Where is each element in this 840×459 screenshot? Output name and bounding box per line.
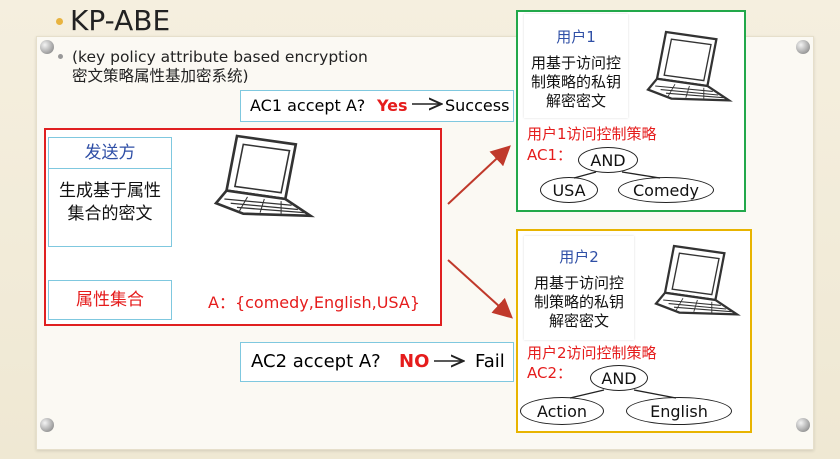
attr-set-label: 属性集合: [48, 280, 172, 320]
sender-laptop-icon: [214, 134, 312, 218]
user1-tree-edges: [573, 171, 661, 179]
arrow-to-user1: [447, 145, 511, 205]
user1-root-node: AND: [578, 147, 638, 173]
user2-desc-line1: 用基于访问控: [533, 274, 624, 292]
ac2-check-text: AC2 accept A?: [251, 351, 381, 372]
ac2-check-box: AC2 accept A? NO Fail: [240, 342, 514, 382]
user1-desc-line1: 用基于访问控: [530, 54, 621, 72]
sender-action-line1: 生成基于属性: [59, 181, 161, 201]
ac1-check-text: AC1 accept A?: [250, 96, 366, 115]
ac1-result: Yes: [377, 96, 408, 115]
user2-policy-id: AC2：: [527, 364, 573, 382]
user2-root-node: AND: [590, 365, 648, 391]
user2-leaf-action: Action: [520, 397, 604, 425]
user1-laptop-icon: [646, 30, 731, 102]
slide-subtitle: (key policy attribute based encryption 密…: [72, 48, 368, 86]
slide-title: KP-ABE: [70, 4, 171, 37]
user1-leaf-usa: USA: [540, 177, 598, 203]
user2-tree-edges: [569, 389, 677, 399]
sender-action: 生成基于属性 集合的密文: [49, 180, 171, 226]
bullet-icon: [58, 54, 63, 59]
user1-policy-id: AC1：: [527, 146, 573, 164]
ac1-outcome: Success: [445, 96, 510, 115]
bullet-icon: [56, 18, 63, 25]
pin-icon: [40, 40, 54, 54]
user1-desc: 用基于访问控 制策略的私钥 解密密文: [524, 54, 628, 111]
user1-desc-line3: 解密密文: [545, 92, 606, 110]
user1-leaf-comedy: Comedy: [618, 177, 714, 203]
ac1-check-box: AC1 accept A? Yes Success: [240, 90, 514, 122]
user2-policy-title: 用户2访问控制策略: [527, 344, 657, 362]
user1-desc-line2: 制策略的私钥: [530, 73, 621, 91]
pin-icon: [796, 418, 810, 432]
user2-name: 用户2: [559, 248, 599, 266]
user1-policy-title: 用户1访问控制策略: [527, 125, 657, 143]
user2-desc-line3: 解密密文: [548, 312, 609, 330]
pin-icon: [796, 40, 810, 54]
ac2-outcome: Fail: [475, 351, 505, 372]
sender-label: 发送方: [49, 138, 171, 169]
user2-laptop-icon: [654, 244, 739, 316]
user2-desc-line2: 制策略的私钥: [533, 293, 624, 311]
user1-info: 用户1 用基于访问控 制策略的私钥 解密密文: [524, 14, 628, 118]
user1-name: 用户1: [556, 28, 596, 46]
sender-info-box: 发送方 生成基于属性 集合的密文: [48, 137, 172, 247]
user2-info: 用户2 用基于访问控 制策略的私钥 解密密文: [524, 236, 634, 340]
sender-action-line2: 集合的密文: [67, 204, 153, 224]
user2-leaf-english: English: [626, 397, 732, 425]
pin-icon: [40, 418, 54, 432]
subtitle-line1: (key policy attribute based encryption: [72, 48, 368, 66]
attr-set-value: A：{comedy,English,USA}: [208, 293, 421, 312]
arrow-to-user2: [447, 259, 513, 319]
subtitle-line2: 密文策略属性基加密系统): [72, 67, 249, 85]
user2-desc: 用基于访问控 制策略的私钥 解密密文: [524, 274, 634, 331]
ac2-result: NO: [399, 351, 430, 372]
